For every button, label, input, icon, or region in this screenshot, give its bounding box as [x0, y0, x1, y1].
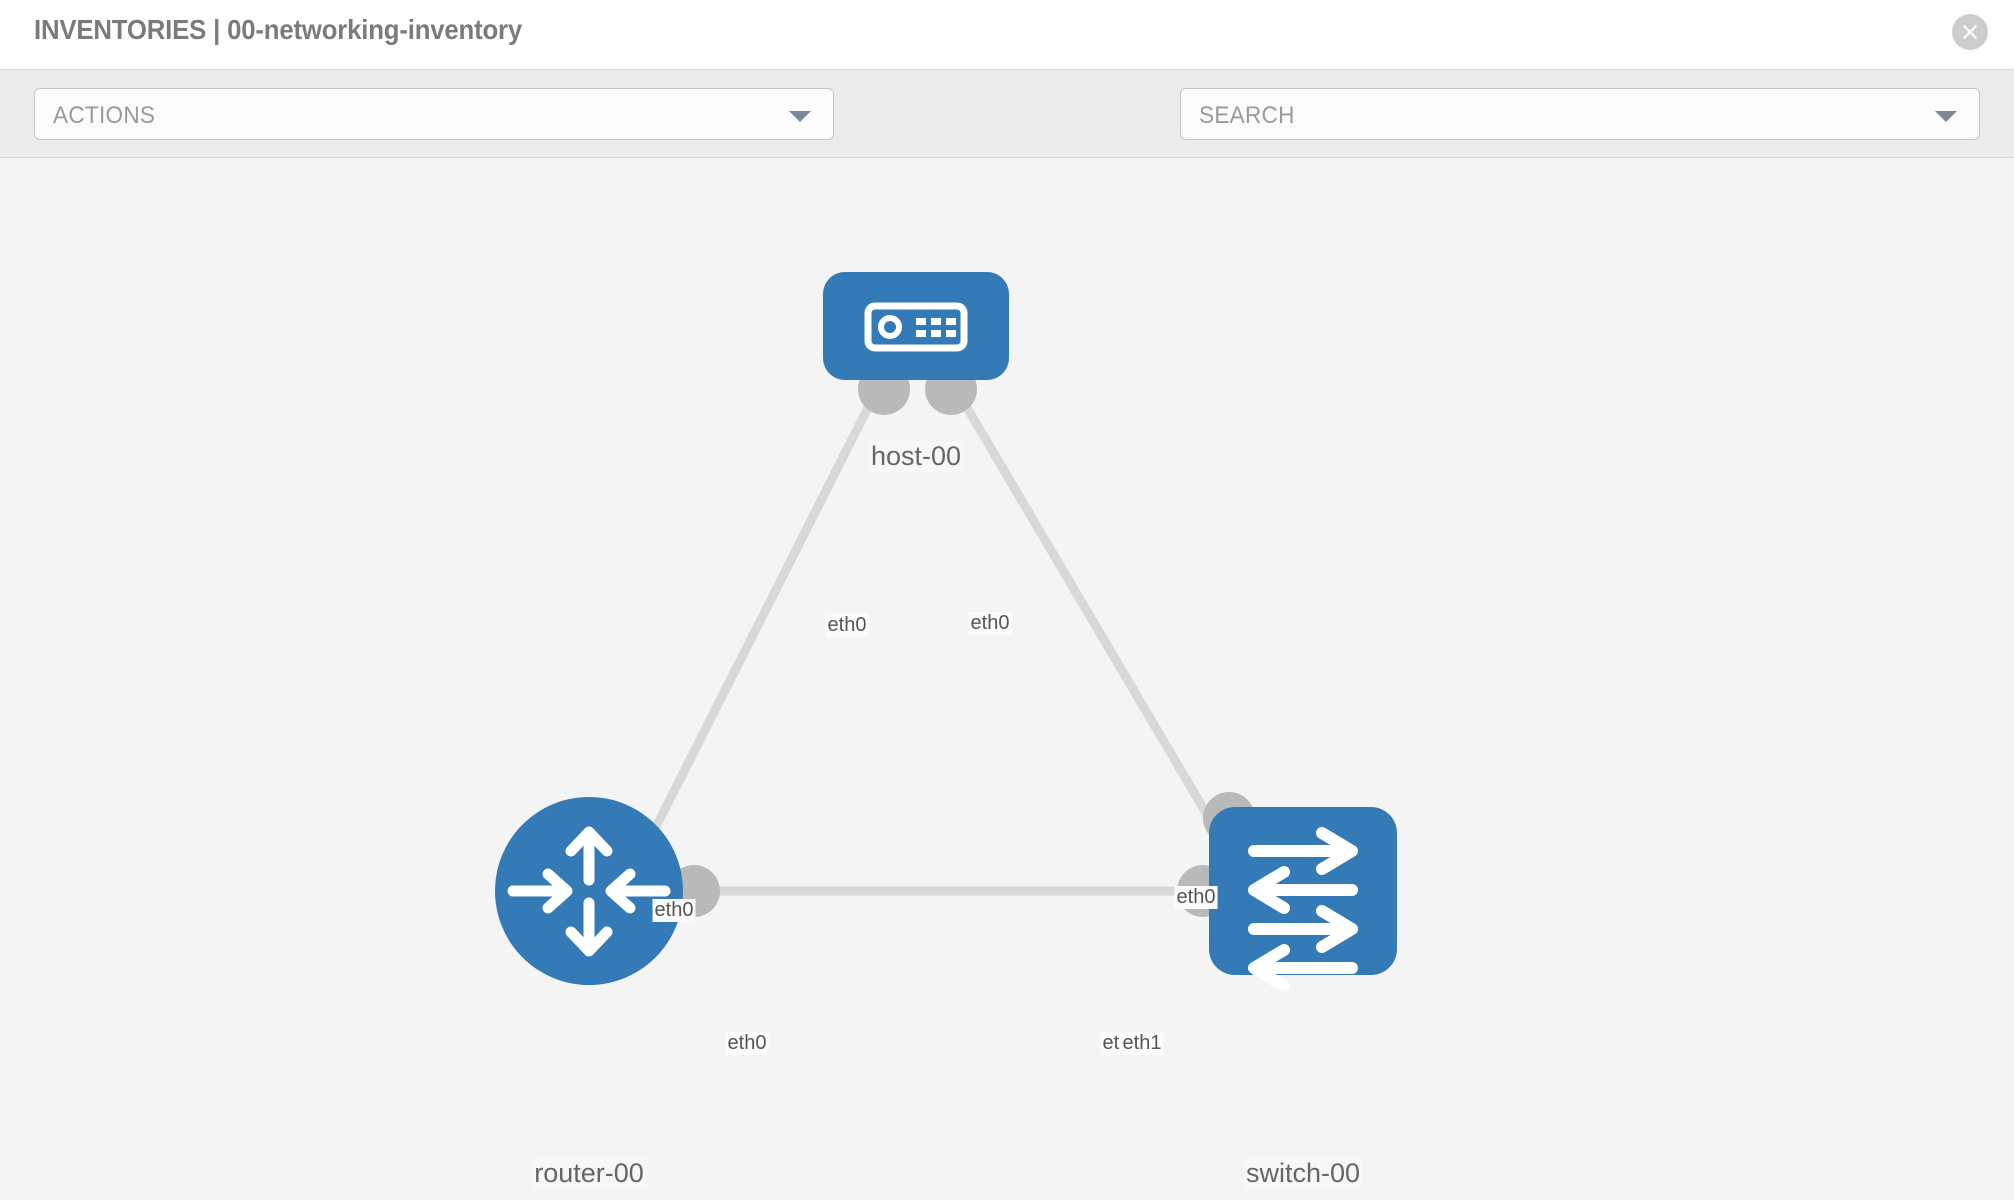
topology-canvas[interactable]: host-00 router-00 switch-00 eth0 eth0 et… [0, 158, 2014, 1200]
node-host-00[interactable] [823, 272, 1009, 380]
edge-label-router00-switch00-source[interactable]: eth0 [725, 1032, 769, 1055]
actions-dropdown[interactable]: ACTIONS [34, 88, 834, 140]
topology-graph [495, 272, 1397, 992]
toolbar: ACTIONS SEARCH [0, 70, 2014, 202]
edge-label-host00-switch00-source[interactable]: eth0 [968, 612, 1012, 635]
page-title: INVENTORIES | 00-networking-inventory [34, 14, 523, 45]
node-switch-00[interactable] [1209, 807, 1397, 992]
edge-label-switch00-router00-target[interactable]: eth1 [1120, 1032, 1164, 1055]
node-label-host-00[interactable]: host-00 [868, 441, 964, 472]
edge-label-router00-host00-target[interactable]: eth0 [652, 899, 696, 922]
switch-icon [1248, 827, 1358, 992]
node-label-switch-00[interactable]: switch-00 [1243, 1158, 1363, 1189]
chevron-down-icon [789, 111, 811, 122]
link-host00-router00[interactable] [615, 381, 885, 901]
close-icon [1963, 25, 1977, 39]
edge-label-switch00-host00-target[interactable]: eth0 [1174, 886, 1218, 909]
search-input[interactable]: SEARCH [1180, 88, 1980, 140]
node-label-router-00[interactable]: router-00 [532, 1158, 646, 1189]
server-icon [864, 302, 968, 352]
window-header: INVENTORIES | 00-networking-inventory [0, 0, 2014, 70]
router-icon [507, 826, 671, 957]
close-button[interactable] [1952, 14, 1988, 50]
node-router-00[interactable] [495, 797, 683, 985]
actions-dropdown-value: ACTIONS [53, 102, 156, 129]
edge-label-host00-router00-source[interactable]: eth0 [825, 614, 869, 637]
search-chevron-down-icon[interactable] [1935, 111, 1957, 122]
search-placeholder: SEARCH [1199, 102, 1295, 129]
